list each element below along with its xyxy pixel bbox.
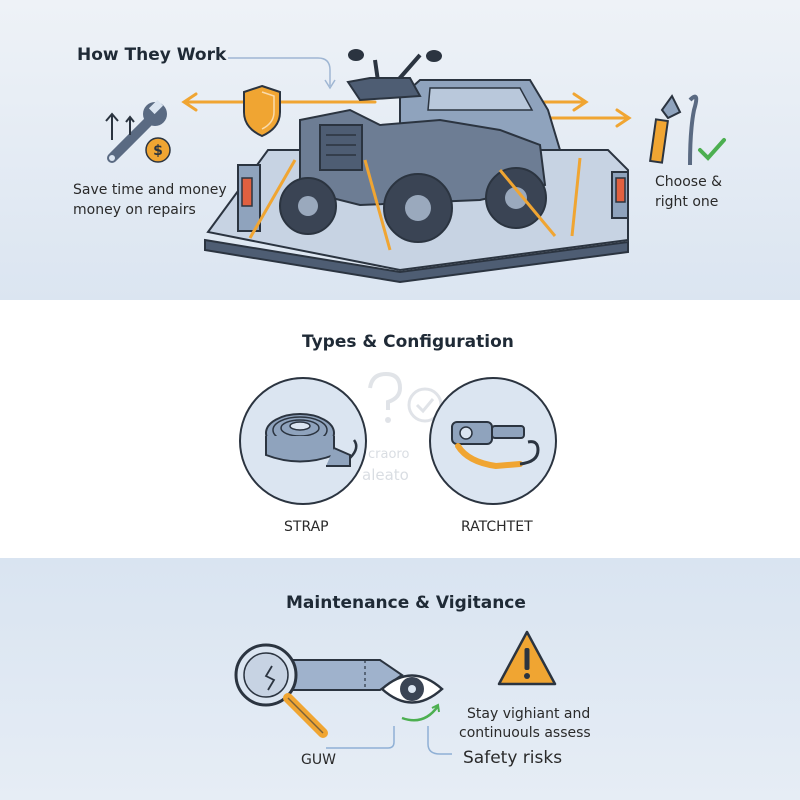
- svg-text:$: $: [153, 143, 163, 159]
- warning-caption-line2: continuouls assess: [459, 725, 591, 741]
- strap-label: STRAP: [284, 519, 329, 535]
- cycle-arrow-icon: [401, 705, 440, 722]
- warning-icon: [497, 630, 557, 686]
- faint-text-line2: aleato: [362, 466, 409, 484]
- faint-question-icon: [368, 371, 403, 423]
- shield-icon: [243, 84, 281, 138]
- wrench-icon: [107, 99, 167, 163]
- check-icon: [698, 138, 726, 161]
- strap-roll-icon: [239, 377, 367, 505]
- types-section: Types & Configuration: [0, 300, 800, 558]
- ratchet-label: RATCHTET: [461, 519, 533, 535]
- maintenance-section: Maintenance & Vigitance: [0, 558, 800, 800]
- hook-strap-icon: [649, 94, 699, 166]
- faint-text-line1: craoro: [368, 447, 409, 462]
- left-caption-line2: money on repairs: [73, 202, 196, 218]
- right-caption-line1: Choose &: [655, 174, 723, 190]
- maintenance-title: Maintenance & Vigitance: [286, 593, 526, 613]
- how-they-work-illustration: $: [105, 49, 726, 284]
- types-illustration: craoro aleato: [239, 371, 557, 505]
- types-title: Types & Configuration: [302, 332, 514, 352]
- pointer-line: [228, 57, 331, 86]
- left-caption-line1: Save time and money: [73, 182, 227, 198]
- coin-icon: $: [145, 137, 171, 163]
- safety-risks-label: Safety risks: [463, 748, 563, 768]
- maintenance-illustration: [234, 630, 557, 755]
- warning-caption-line1: Stay vighiant and: [467, 706, 591, 722]
- how-they-work-section: How They Work: [0, 0, 800, 300]
- right-caption-line2: right one: [655, 194, 719, 210]
- bottom-left-label: GUW: [301, 752, 336, 768]
- connector-line-right: [427, 726, 452, 755]
- ratchet-icon: [429, 377, 557, 505]
- atv-illustration: [248, 49, 582, 251]
- magnifier-icon: [234, 643, 328, 738]
- how-they-work-title: How They Work: [77, 45, 227, 65]
- connector-line-left: [326, 726, 395, 749]
- eye-icon: [380, 674, 444, 704]
- up-arrows-icon: [105, 112, 135, 140]
